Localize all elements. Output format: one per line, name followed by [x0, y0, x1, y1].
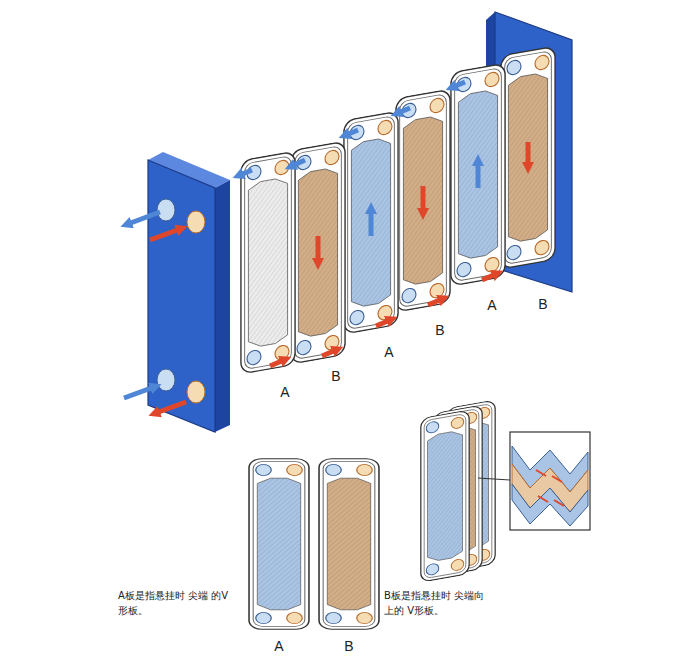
plate-label: B	[342, 638, 356, 654]
plate-b-flat	[319, 459, 379, 630]
plate-b	[396, 89, 450, 312]
plate-label: A	[278, 384, 292, 400]
frame-plate	[148, 152, 230, 432]
corrugation-detail	[478, 432, 590, 530]
flow-arrows	[124, 82, 528, 413]
plate-label: B	[536, 296, 550, 312]
plate-b	[291, 141, 345, 364]
plate-a	[451, 63, 505, 286]
note-text: A板是指悬挂时 尖端 的V形板。	[118, 588, 230, 618]
plate-label: B	[433, 322, 447, 338]
plate-a	[344, 111, 398, 334]
plate-label: A	[272, 638, 286, 654]
note-text: B板是指悬挂时 尖端向 上的 V形板。	[384, 588, 496, 618]
plate-stack	[421, 410, 469, 582]
plate-label: B	[329, 368, 343, 384]
plate-label: A	[382, 344, 396, 360]
plate-label: A	[485, 297, 499, 313]
plate-a-flat	[249, 459, 309, 630]
plate-b	[501, 46, 555, 269]
plate-first	[241, 151, 295, 374]
